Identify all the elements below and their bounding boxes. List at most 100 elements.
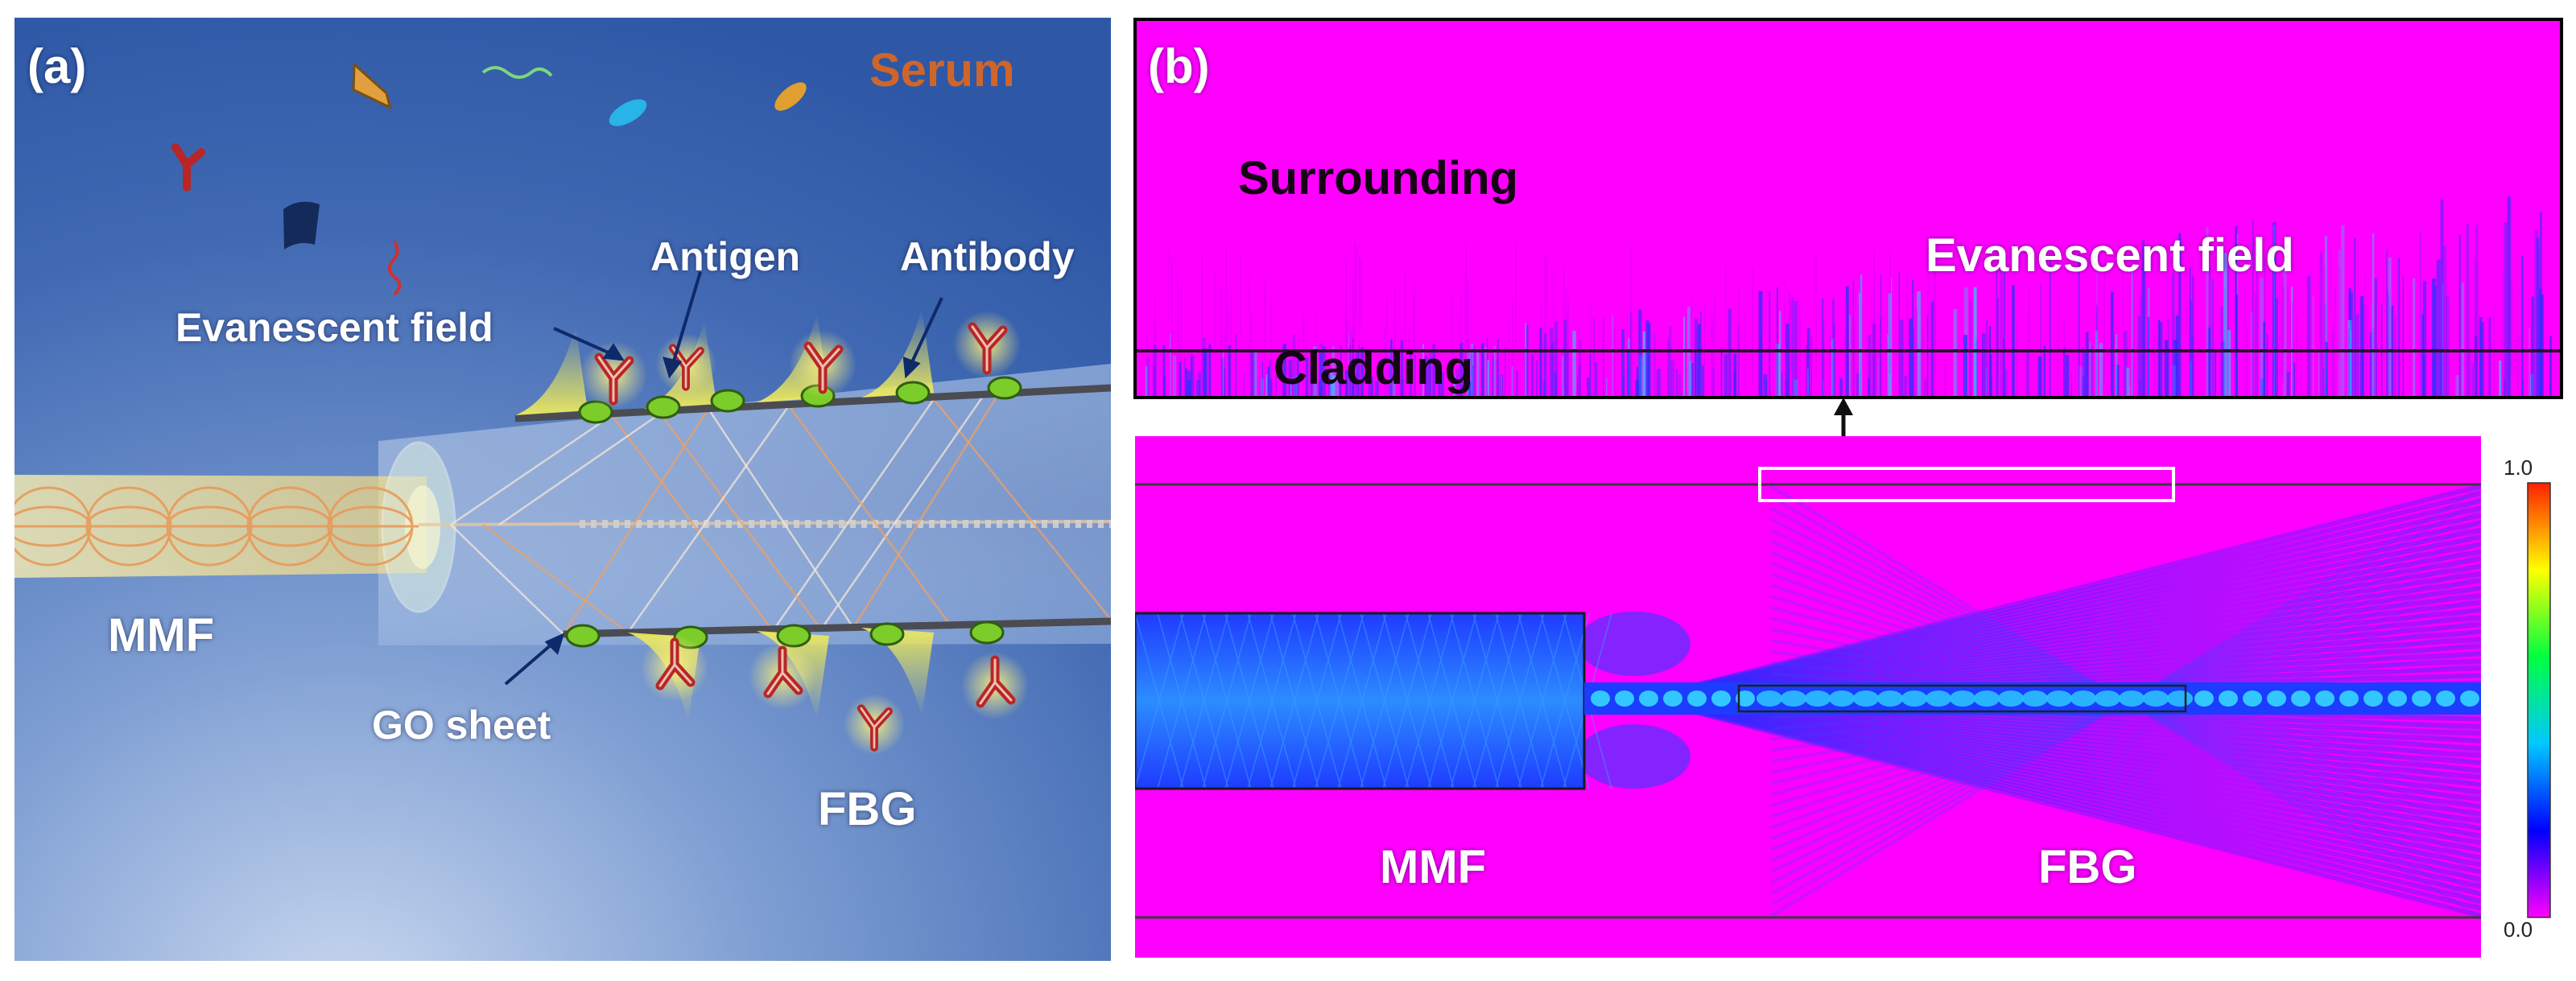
fan-ray	[1641, 696, 2481, 824]
field-streak-faint	[1298, 331, 1300, 398]
taper-lobe	[1578, 724, 1690, 789]
field-streak-faint	[2334, 286, 2336, 398]
field-streak	[1834, 324, 1835, 398]
field-streak	[2322, 367, 2324, 398]
field-streak-faint	[1393, 325, 1396, 398]
mesh-line	[1427, 612, 1477, 789]
field-streak	[1712, 367, 1715, 398]
fan-ray	[1641, 696, 2481, 831]
field-streak-faint	[2296, 315, 2298, 398]
field-streak	[1766, 380, 1768, 398]
field-streak	[1195, 379, 1200, 398]
field-streak	[2474, 336, 2478, 398]
field-streak	[1505, 346, 1506, 398]
antibody-highlight	[671, 346, 702, 389]
field-streak-faint	[1873, 248, 1875, 390]
field-streak-faint	[1579, 334, 1582, 398]
field-streak	[2397, 258, 2401, 398]
field-streak	[1982, 332, 1986, 398]
field-streak	[2455, 374, 2459, 398]
field-streak	[1390, 339, 1393, 398]
field-streak	[2079, 366, 2083, 398]
field-streak	[1322, 346, 1327, 398]
core-field-bead	[2460, 690, 2479, 707]
grating-segment	[1064, 520, 1070, 528]
field-streak	[1832, 299, 1835, 398]
field-streak	[1678, 373, 1682, 398]
field-streak	[1162, 345, 1166, 398]
light-ray	[498, 412, 661, 526]
core-field-bead	[2412, 690, 2431, 707]
field-streak-faint	[1873, 282, 1876, 361]
zoom-selection-box	[1758, 467, 2175, 502]
core-field-bead	[2219, 690, 2238, 707]
field-streak-faint	[1240, 254, 1241, 332]
field-streak	[2000, 254, 2003, 398]
field-streak	[2167, 319, 2169, 398]
core-field-bead	[1805, 690, 1831, 707]
field-streak	[2341, 225, 2345, 398]
field-streak-faint	[2027, 315, 2029, 398]
field-streak	[2420, 231, 2421, 398]
field-streak	[1501, 376, 1502, 398]
field-streak	[1368, 374, 1370, 398]
field-streak	[2488, 317, 2491, 398]
field-streak-faint	[1724, 262, 1727, 378]
field-streak	[2003, 338, 2004, 398]
field-streak	[2012, 285, 2015, 398]
field-streak-faint	[2487, 328, 2490, 398]
fan-ray	[1641, 534, 2481, 701]
field-streak	[1311, 373, 1315, 398]
field-streak	[1845, 286, 1849, 398]
field-streak	[1904, 375, 1907, 398]
fan-ray	[1641, 491, 2481, 701]
field-streak	[1223, 369, 1226, 398]
field-streak	[1839, 376, 1841, 398]
field-streak	[2468, 352, 2471, 398]
field-streak	[1638, 309, 1642, 398]
field-streak	[2131, 267, 2133, 398]
field-streak	[1776, 287, 1778, 398]
mesh-line	[1135, 612, 1184, 789]
field-streak-faint	[2084, 332, 2087, 398]
field-streak	[1331, 346, 1335, 398]
field-streak-faint	[1752, 268, 1754, 390]
antibody	[844, 694, 905, 755]
grating-segment	[737, 520, 743, 528]
molecule-strand-green	[481, 66, 553, 79]
colorbar	[2527, 482, 2551, 918]
field-streak	[2260, 378, 2264, 398]
colorbar-min-label: 0.0	[2504, 917, 2533, 942]
field-streak	[1990, 354, 1992, 398]
fan-ray	[1641, 563, 2481, 701]
field-streak-faint	[1170, 258, 1173, 354]
fbg-label-b: FBG	[2038, 841, 2137, 893]
field-streak-faint	[1220, 287, 1222, 398]
field-streak-faint	[1886, 337, 1888, 398]
field-streak	[1868, 377, 1870, 398]
field-streak	[1531, 354, 1534, 398]
field-streak-faint	[1784, 282, 1785, 398]
field-streak	[2141, 240, 2145, 398]
field-streak	[1763, 374, 1768, 398]
zoom-field-frame	[1133, 18, 2563, 399]
field-streak-faint	[2475, 290, 2476, 390]
field-streak	[1776, 343, 1780, 398]
antigen-label: Antigen	[650, 234, 801, 279]
grating-segment	[613, 520, 619, 528]
core-field-bead	[2046, 690, 2072, 707]
molecule-capsule-orange	[774, 82, 807, 111]
mesh-line	[1157, 612, 1207, 789]
field-streak	[1900, 319, 1904, 398]
field-streak	[1572, 331, 1576, 398]
field-streak	[1702, 365, 1704, 398]
field-streak	[2174, 340, 2178, 398]
field-streak	[1551, 342, 1554, 398]
go-sheet-label: GO sheet	[372, 703, 551, 748]
field-streak	[1593, 318, 1596, 398]
field-streak	[2275, 298, 2278, 398]
field-streak	[2386, 249, 2388, 398]
field-streak	[1440, 372, 1444, 398]
mesh-line	[1540, 612, 1590, 789]
field-streak	[1898, 271, 1900, 398]
